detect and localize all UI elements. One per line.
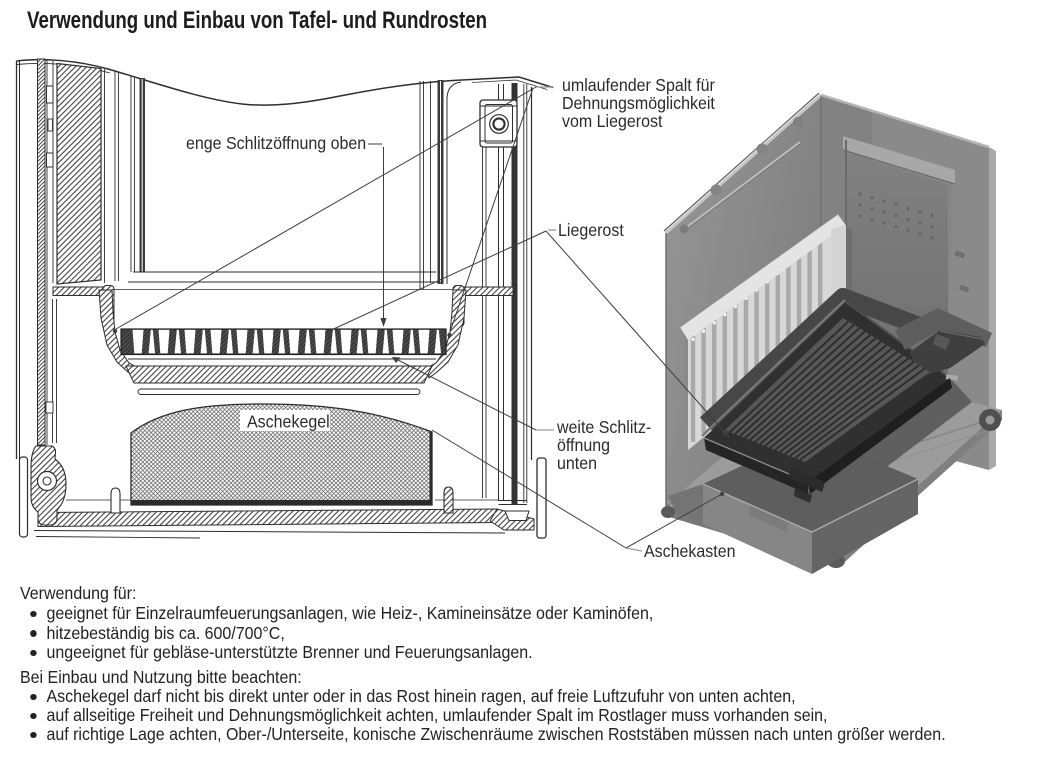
svg-text:Aschekegel: Aschekegel: [247, 412, 330, 432]
